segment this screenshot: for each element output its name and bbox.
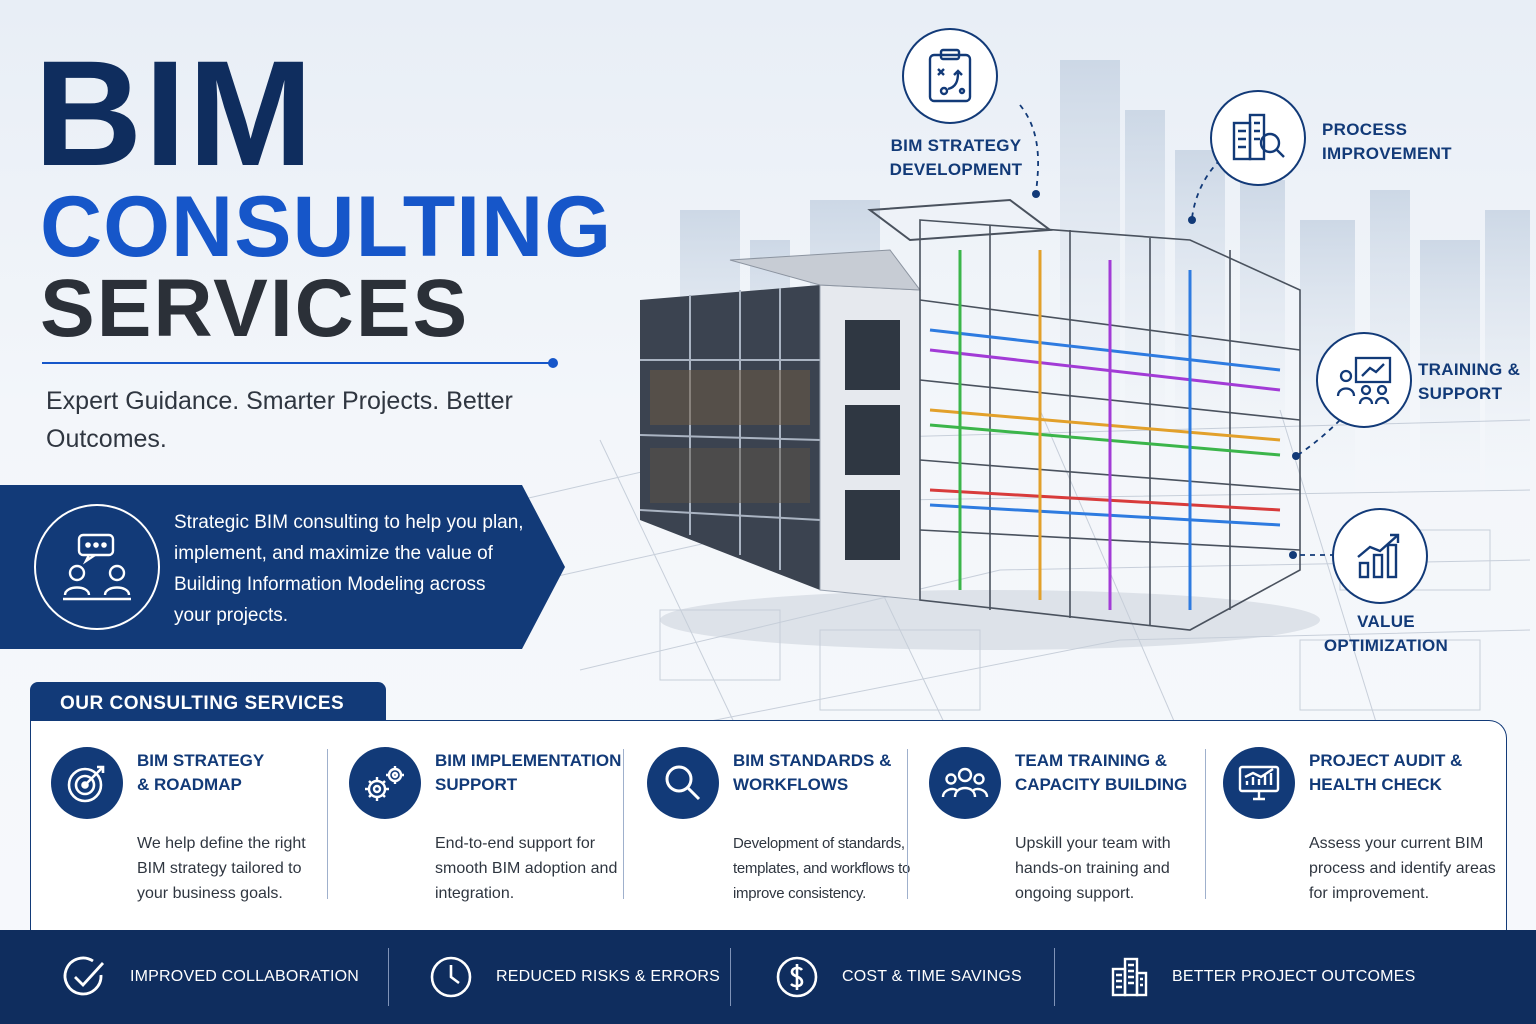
service-desc: Assess your current BIM process and iden… [1309, 835, 1496, 902]
magnifier-icon [647, 747, 719, 819]
service-card-implementation: BIM IMPLEMENTATION SUPPORT End-to-end su… [349, 741, 639, 911]
benefits-footer: IMPROVED COLLABORATION REDUCED RISKS & E… [0, 930, 1536, 1024]
footer-divider [730, 948, 731, 1006]
service-desc: Development of standards, templates, and… [733, 835, 910, 902]
gears-icon [349, 747, 421, 819]
service-card-training: TEAM TRAINING & CAPACITY BUILDING Upskil… [929, 741, 1219, 911]
service-card-standards: BIM STANDARDS & WORKFLOWS Development of… [647, 741, 927, 911]
benefit-savings: COST & TIME SAVINGS [772, 930, 1022, 1024]
dollar-icon [772, 952, 822, 1002]
service-divider [623, 749, 624, 899]
service-name: TEAM TRAINING & CAPACITY BUILDING [1015, 751, 1188, 794]
presentation-icon [1316, 332, 1412, 428]
intro-banner: Strategic BIM consulting to help you pla… [0, 485, 565, 649]
services-panel: BIM STRATEGY & ROADMAP We help define th… [30, 720, 1507, 935]
callout-label-training: TRAINING & SUPPORT [1418, 360, 1521, 403]
service-name: BIM IMPLEMENTATION SUPPORT [435, 751, 622, 794]
benefit-label: COST & TIME SAVINGS [842, 968, 1022, 985]
clock-icon [426, 952, 476, 1002]
service-divider [907, 749, 908, 899]
title-consulting: CONSULTING [40, 179, 613, 275]
target-icon [51, 747, 123, 819]
callout-label-process: PROCESS IMPROVEMENT [1322, 120, 1452, 163]
building-magnifier-icon [1210, 90, 1306, 186]
team-icon [929, 747, 1001, 819]
team-discussion-icon [34, 504, 160, 630]
bim-building-model-image [639, 198, 1320, 650]
service-card-audit: PROJECT AUDIT & HEALTH CHECK Assess your… [1223, 741, 1496, 911]
footer-divider [1054, 948, 1055, 1006]
growth-chart-icon [1332, 508, 1428, 604]
footer-divider [388, 948, 389, 1006]
tagline: Expert Guidance. Smarter Projects. Bette… [46, 387, 513, 453]
service-name: BIM STRATEGY & ROADMAP [137, 751, 264, 794]
service-divider [1205, 749, 1206, 899]
service-card-strategy: BIM STRATEGY & ROADMAP We help define th… [51, 741, 331, 911]
title-underline [42, 358, 558, 368]
callout-label-value: VALUE OPTIMIZATION [1323, 612, 1449, 655]
monitor-chart-icon [1223, 747, 1295, 819]
service-desc: Upskill your team with hands-on training… [1015, 835, 1171, 902]
service-desc: End-to-end support for smooth BIM adopti… [435, 835, 618, 902]
service-name: PROJECT AUDIT & HEALTH CHECK [1309, 751, 1463, 794]
benefit-outcomes: BETTER PROJECT OUTCOMES [1104, 930, 1415, 1024]
title-services: SERVICES [40, 263, 470, 354]
intro-text: Strategic BIM consulting to help you pla… [174, 512, 524, 626]
services-heading: OUR CONSULTING SERVICES [30, 682, 386, 724]
strategy-clipboard-icon [902, 28, 998, 124]
check-circle-icon [60, 952, 110, 1002]
benefit-label: IMPROVED COLLABORATION [130, 968, 360, 985]
benefit-collaboration: IMPROVED COLLABORATION [60, 930, 359, 1024]
callout-label-strategy: BIM STRATEGY DEVELOPMENT [889, 136, 1023, 179]
service-desc: We help define the right BIM strategy ta… [137, 835, 306, 902]
buildings-icon [1104, 952, 1154, 1002]
title-bim: BIM [34, 29, 315, 197]
benefit-label: REDUCED RISKS & ERRORS [496, 968, 720, 985]
service-divider [327, 749, 328, 899]
benefit-risks: REDUCED RISKS & ERRORS [426, 930, 720, 1024]
benefit-label: BETTER PROJECT OUTCOMES [1172, 968, 1416, 985]
service-name: BIM STANDARDS & WORKFLOWS [733, 751, 892, 794]
